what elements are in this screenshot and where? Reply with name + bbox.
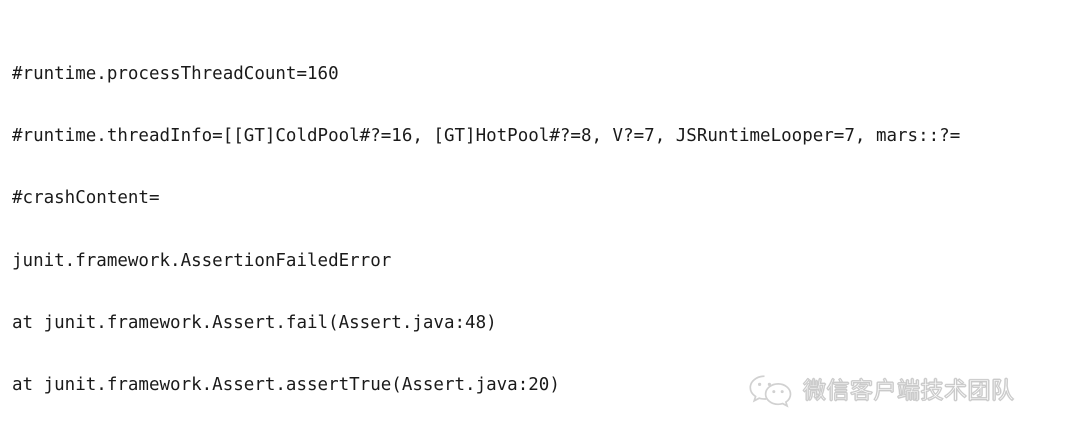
log-line: #runtime.threadInfo=[[GT]ColdPool#?=16, … bbox=[12, 126, 961, 147]
crash-log-text-block[interactable]: #runtime.processThreadCount=160 #runtime… bbox=[12, 5, 1080, 437]
log-line: junit.framework.AssertionFailedError bbox=[12, 250, 392, 271]
log-line: #runtime.processThreadCount=160 bbox=[12, 64, 339, 84]
log-line: at junit.framework.Assert.assertTrue(Ass… bbox=[12, 374, 560, 395]
log-line: at junit.framework.Assert.fail(Assert.ja… bbox=[12, 312, 497, 333]
log-line: #crashContent= bbox=[12, 188, 160, 209]
